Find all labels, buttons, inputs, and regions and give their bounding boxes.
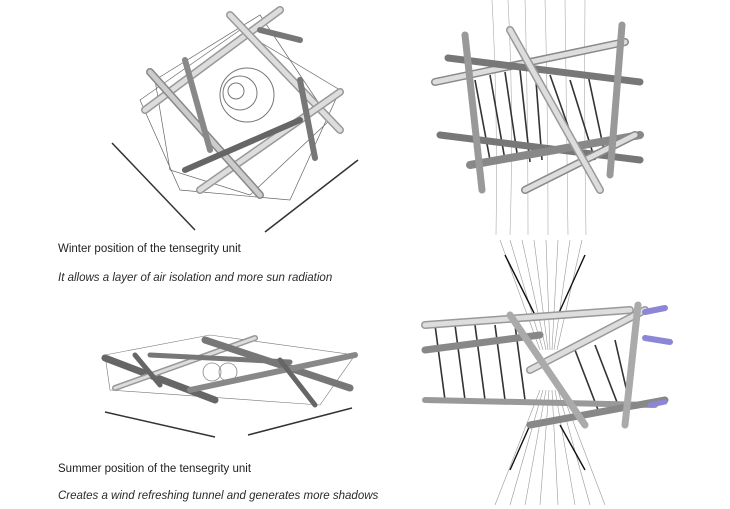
summer-caption-description: Creates a wind refreshing tunnel and gen…	[58, 490, 379, 502]
winter-caption-description: It allows a layer of air isolation and m…	[58, 272, 333, 284]
airflow-spiral	[202, 362, 238, 382]
winter-side-view-svg	[431, 0, 644, 236]
summer-side-view-svg	[421, 239, 673, 506]
summer-caption-title: Summer position of the tensegrity unit	[58, 463, 252, 475]
summer-side-view-drawing	[410, 230, 710, 509]
winter-caption-title: Winter position of the tensegrity unit	[58, 243, 241, 255]
airflow-spiral	[219, 67, 275, 123]
summer-top-view-drawing	[90, 300, 370, 440]
winter-side-view-drawing	[410, 0, 670, 240]
winter-top-view-drawing	[100, 0, 380, 235]
winter-top-view-svg	[111, 6, 359, 233]
summer-top-view-svg	[101, 334, 358, 438]
